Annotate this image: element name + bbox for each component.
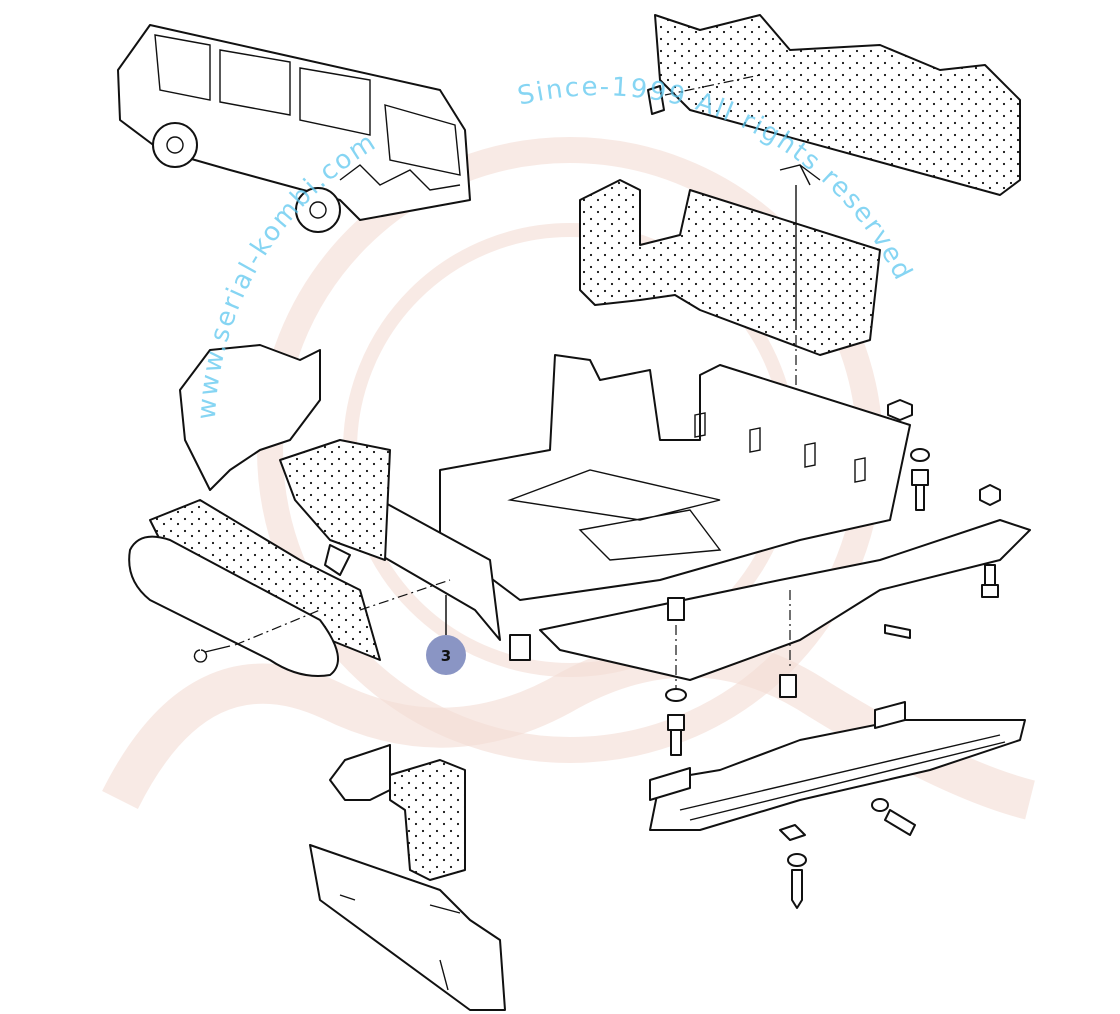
callout-3[interactable]: 3	[426, 595, 466, 675]
van-illustration	[117, 24, 471, 233]
fasteners	[324, 399, 1001, 756]
floor-frame	[319, 354, 1031, 681]
callout-badge[interactable]	[426, 635, 466, 675]
detail-bottom-left	[309, 744, 506, 1011]
insulation-strip-top	[647, 14, 1021, 196]
left-side-parts	[128, 344, 451, 677]
running-board	[649, 701, 1026, 909]
callout-number: 3	[441, 647, 451, 665]
